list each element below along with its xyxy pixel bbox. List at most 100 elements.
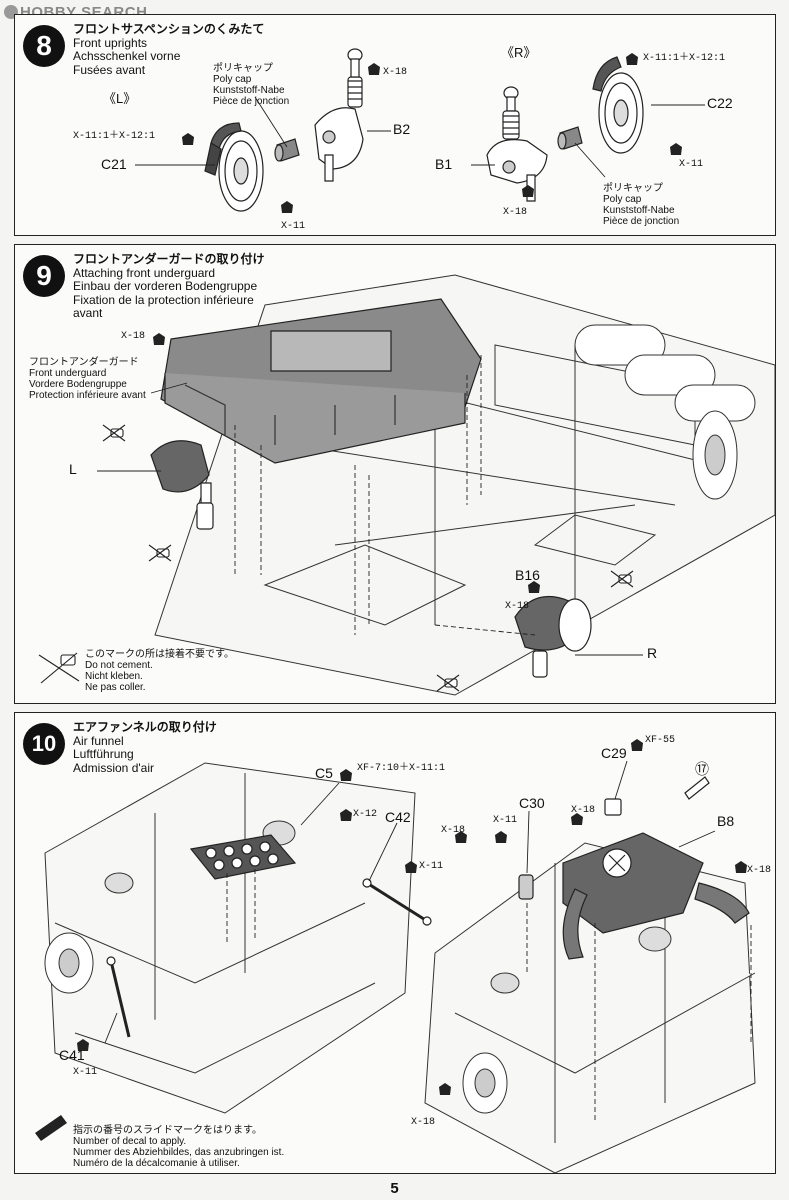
underguard-en: Front underguard [29, 368, 107, 379]
label-b1: B1 [435, 156, 453, 172]
front-underguard-part [161, 299, 481, 463]
label-x18-b: X-18 [571, 805, 596, 816]
no-glue-note-en: Do not cement. [85, 660, 153, 671]
funnel-parts-c29-c30 [519, 799, 621, 899]
step-9-guides [235, 355, 535, 635]
step-10-screws [77, 739, 747, 1095]
label-decal-17: ⑰ [695, 761, 709, 777]
step-9-title-fr: Fixation de la protection inférieure ava… [73, 292, 254, 320]
label-x18-right: X-18 [503, 207, 528, 218]
polycap-left-callout: ポリキャップ Poly cap Kunststoff-Nabe Pièce de… [213, 63, 289, 107]
step-8-title-fr: Fusées avant [73, 62, 146, 77]
left-engine-bay [45, 763, 415, 1113]
decal-note-fr: Numéro de la décalcomanie à utiliser. [73, 1158, 240, 1169]
step-8-illustration [15, 15, 776, 213]
label-c22: C22 [707, 95, 733, 111]
step-9-title-en: Attaching front underguard [73, 265, 216, 280]
step-8-number: 8 [23, 25, 65, 67]
rod-c42 [363, 879, 431, 925]
decal-note-en: Number of decal to apply. [73, 1136, 187, 1147]
label-c42: C42 [385, 809, 411, 825]
label-x11-right: X-11 [679, 159, 704, 170]
label-x18-top: X-18 [121, 331, 146, 342]
label-c30: C30 [519, 795, 545, 811]
underguard-callout: フロントアンダーガード Front underguard Vordere Bod… [29, 357, 146, 401]
step-10-panel: 10 エアファンネルの取り付け Air funnel Luftführung A… [14, 712, 776, 1174]
rear-wheel-hub [693, 411, 737, 499]
step-8-panel: 8 フロントサスペンションのくみたて Front uprights Achssc… [14, 14, 776, 236]
no-glue-note: このマークの所は接着不要です。 Do not cement. Nicht kle… [85, 649, 234, 693]
label-x18-a: X-18 [441, 825, 466, 836]
polycap-left-jp: ポリキャップ [213, 63, 273, 74]
upright-l [151, 441, 213, 529]
step-8-title: フロントサスペンションのくみたて Front uprights Achssche… [73, 22, 265, 77]
label-b8: B8 [717, 813, 735, 829]
label-x18-left: X-18 [383, 67, 408, 78]
page-number: 5 [390, 1180, 399, 1197]
label-r: R [647, 645, 658, 661]
label-c29: C29 [601, 745, 627, 761]
step-9-title-jp: フロントアンダーガードの取り付け [73, 252, 265, 266]
side-right-label: 《R》 [501, 45, 537, 60]
label-x12: X-12 [353, 809, 378, 820]
step-10-leaders [105, 761, 715, 1043]
polycap-left-en: Poly cap [213, 74, 252, 85]
decal-note: 指示の番号のスライドマークをはります。 Number of decal to a… [73, 1125, 284, 1169]
polycap-left-de: Kunststoff-Nabe [213, 85, 285, 96]
label-x18-mid: X-18 [505, 601, 530, 612]
label-x18-d: X-18 [411, 1117, 436, 1128]
left-upright-b2 [315, 49, 363, 181]
upright-r [515, 597, 591, 677]
polycap-right-callout: ポリキャップ Poly cap Kunststoff-Nabe Pièce de… [603, 183, 679, 227]
step-9-illustration [15, 245, 775, 704]
left-polycap [275, 139, 299, 161]
polycap-right-jp: ポリキャップ [603, 183, 663, 194]
decal-note-jp: 指示の番号のスライドマークをはります。 [73, 1125, 262, 1136]
step-9-title: フロントアンダーガードの取り付け Attaching front undergu… [73, 252, 273, 321]
label-l: L [69, 461, 77, 477]
step-8-screws [182, 53, 682, 213]
no-glue-note-jp: このマークの所は接着不要です。 [85, 649, 234, 660]
step-8-leaders [135, 97, 705, 177]
no-glue-note-fr: Ne pas coller. [85, 682, 146, 693]
polycap-right-fr: Pièce de jonction [603, 216, 680, 227]
step-10-title-en: Air funnel [73, 733, 124, 748]
step-9-screws [153, 333, 540, 593]
side-left-label: 《L》 [103, 91, 137, 106]
label-c41: C41 [59, 1047, 85, 1063]
step-8-title-jp: フロントサスペンションのくみたて [73, 22, 265, 36]
label-xf7-x11: XF-7:10＋X-11:1 [357, 763, 446, 774]
rod-c41 [107, 957, 129, 1037]
label-b16: B16 [515, 567, 540, 583]
label-x18-c: X-18 [747, 865, 772, 876]
step-9-panel: 9 フロントアンダーガードの取り付け Attaching front under… [14, 244, 776, 704]
airbox-b8 [563, 833, 749, 959]
label-xf55: XF-55 [645, 735, 676, 746]
step-10-title-jp: エアファンネルの取り付け [73, 720, 217, 734]
left-brake-disc [205, 123, 263, 211]
underguard-jp: フロントアンダーガード [29, 357, 139, 368]
label-x11-x12-left: X-11:1＋X-12:1 [73, 131, 156, 142]
label-x11-bottom: X-11 [73, 1067, 98, 1078]
step-10-illustration [35, 739, 776, 1173]
step-8-title-en: Front uprights [73, 35, 148, 50]
step-10-guides [227, 869, 751, 1123]
no-glue-note-de: Nicht kleben. [85, 671, 143, 682]
step-10-number: 10 [23, 723, 65, 765]
step-10-title-de: Luftführung [73, 747, 134, 761]
right-polycap [558, 127, 582, 149]
polycap-left-fr: Pièce de jonction [213, 96, 290, 107]
label-x11-a: X-11 [493, 815, 518, 826]
step-10-title-fr: Admission d'air [73, 760, 154, 775]
funnel-plate-c5 [191, 835, 295, 879]
right-engine-bay [425, 843, 755, 1173]
label-x11-right: X-11 [419, 861, 444, 872]
underguard-fr: Protection inférieure avant [29, 390, 146, 401]
label-b2: B2 [393, 121, 411, 137]
step-10-title: エアファンネルの取り付け Air funnel Luftführung Admi… [73, 720, 217, 775]
exhaust-mufflers [575, 325, 755, 421]
step-9-title-de: Einbau der vorderen Bodengruppe [73, 279, 258, 293]
underguard-de: Vordere Bodengruppe [29, 379, 127, 390]
label-c5: C5 [315, 765, 333, 781]
step-9-number: 9 [23, 255, 65, 297]
